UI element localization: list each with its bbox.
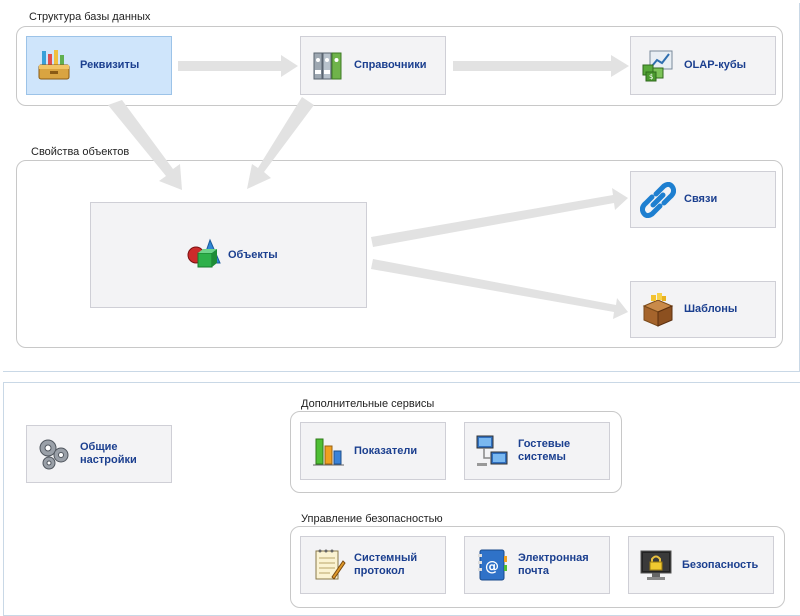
tile-label-rekvizity: Реквизиты — [80, 59, 140, 71]
address-book-icon: @ — [474, 547, 510, 583]
tile-guest-systems[interactable]: Гостевые системы — [464, 422, 610, 480]
gears-icon — [36, 436, 72, 472]
tile-label-svyazi: Связи — [684, 193, 718, 205]
package-icon — [640, 292, 676, 328]
tile-label-security: Безопасность — [682, 558, 759, 571]
tile-objects[interactable]: Объекты — [90, 202, 367, 308]
tile-label-guest-systems-line2: системы — [518, 451, 566, 463]
bar-chart-icon — [310, 433, 346, 469]
group-title-security-management: Управление безопасностью — [299, 513, 445, 525]
tile-label-objects: Объекты — [228, 248, 278, 261]
binders-icon — [310, 48, 346, 84]
tile-label-email-line2: почта — [518, 565, 549, 577]
toolbox-icon — [36, 48, 72, 84]
chain-link-icon — [640, 181, 676, 218]
group-title-db-structure: Структура базы данных — [27, 11, 153, 23]
tile-email[interactable]: @ Электронная почта — [464, 536, 610, 594]
shapes-icon — [186, 237, 222, 273]
tile-shablony[interactable]: Шаблоны — [630, 281, 776, 338]
tile-label-email: Электронная почта — [518, 552, 589, 578]
group-title-additional-services: Дополнительные сервисы — [299, 398, 437, 410]
tile-rekvizity[interactable]: Реквизиты — [26, 36, 172, 95]
lock-monitor-icon — [638, 547, 674, 583]
tile-svyazi[interactable]: Связи — [630, 171, 776, 228]
tile-label-system-log-line1: Системный — [354, 552, 418, 564]
tile-label-olap: OLAP-кубы — [684, 59, 747, 71]
tile-label-guest-systems: Гостевые системы — [518, 438, 570, 464]
tile-indicators[interactable]: Показатели — [300, 422, 446, 480]
tile-label-indicators: Показатели — [354, 444, 418, 457]
svg-text:@: @ — [485, 559, 499, 575]
tile-label-spravochniki: Справочники — [354, 59, 427, 71]
olap-cube-icon: $ — [640, 48, 676, 84]
network-computers-icon — [474, 433, 510, 469]
tile-label-shablony: Шаблоны — [684, 303, 738, 315]
tile-olap[interactable]: $ OLAP-кубы — [630, 36, 776, 95]
tile-label-general-settings: Общие настройки — [80, 441, 137, 466]
tile-spravochniki[interactable]: Справочники — [300, 36, 446, 95]
notepad-pen-icon — [310, 547, 346, 583]
group-title-object-properties: Свойства объектов — [29, 146, 132, 158]
tile-system-log[interactable]: Системный протокол — [300, 536, 446, 594]
tile-label-email-line1: Электронная — [518, 552, 589, 564]
tile-label-guest-systems-line1: Гостевые — [518, 438, 571, 450]
tile-label-system-log: Системный протокол — [354, 552, 417, 578]
tile-general-settings[interactable]: Общие настройки — [26, 425, 172, 483]
tile-security[interactable]: Безопасность — [628, 536, 774, 594]
svg-text:$: $ — [649, 73, 653, 81]
tile-label-system-log-line2: протокол — [354, 565, 405, 577]
